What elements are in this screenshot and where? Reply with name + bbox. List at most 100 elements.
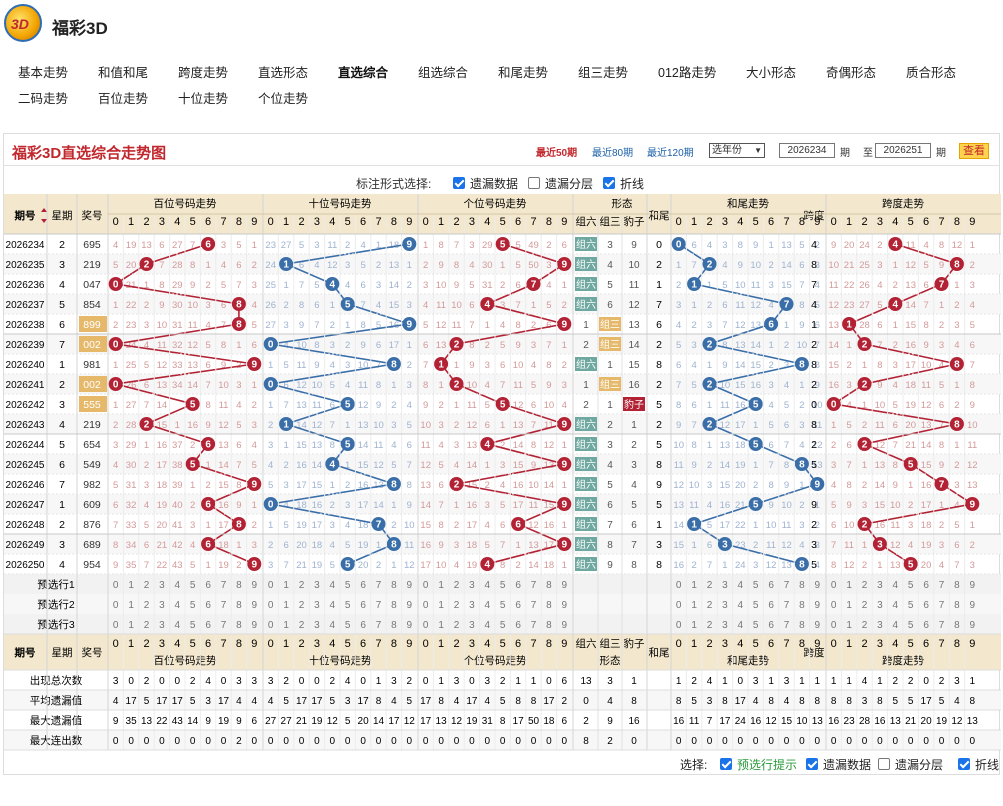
qihao-cell: 2026246: [6, 480, 45, 491]
nav-item-13[interactable]: 百位走势: [98, 92, 149, 106]
nav-item-14[interactable]: 十位走势: [178, 92, 229, 106]
preview-digit: 2: [454, 620, 460, 631]
bottom-checkbox-3[interactable]: [958, 758, 970, 770]
miss-cell: 4: [252, 300, 257, 311]
nav-item-2[interactable]: 跨度走势: [178, 66, 229, 80]
nav-item-5[interactable]: 组选综合: [418, 66, 469, 80]
nav-item-8[interactable]: 012路走势: [658, 66, 717, 80]
nav-item-6[interactable]: 和尾走势: [498, 66, 549, 80]
nav-item-9[interactable]: 大小形态: [746, 66, 797, 80]
hit-ball-number: 7: [376, 520, 382, 531]
xingqi-header: 星期: [52, 210, 73, 222]
nav-item-7[interactable]: 组三走势: [578, 66, 629, 80]
footer-digit: 8: [954, 638, 960, 650]
bottom-checkbox-1[interactable]: [806, 758, 818, 770]
range-50-link[interactable]: 最近50期: [536, 148, 578, 159]
preview-digit: 8: [954, 600, 960, 611]
option-checkbox-0[interactable]: [453, 177, 465, 189]
hit-ball: [888, 237, 903, 251]
miss-cell: 7: [236, 460, 241, 471]
bottom-checkbox-2[interactable]: [878, 758, 890, 770]
stat-value: 2: [236, 736, 242, 747]
stat-value: 3: [707, 696, 713, 707]
miss-cell: 5: [531, 380, 536, 391]
miss-cell: 11: [829, 280, 839, 291]
option-checkbox-1[interactable]: [528, 177, 540, 189]
miss-cell: 3: [423, 280, 428, 291]
miss-cell: 17: [921, 500, 932, 511]
hit-ball: [386, 477, 401, 491]
miss-cell: 6: [562, 240, 567, 251]
nav-item-4[interactable]: 直选综合: [338, 66, 389, 80]
digit-header: 6: [360, 216, 366, 228]
digit-header: 2: [143, 216, 149, 228]
xingtai-mark: [575, 437, 597, 451]
miss-cell: 2: [283, 300, 288, 311]
preview-digit: 2: [144, 580, 150, 591]
nav-item-11[interactable]: 质合形态: [906, 66, 957, 80]
miss-cell: 3: [454, 540, 459, 551]
miss-cell: 9: [893, 480, 898, 491]
view-button[interactable]: 查看: [959, 143, 989, 159]
nav-item-12[interactable]: 二码走势: [18, 92, 69, 106]
miss-cell: 11: [188, 320, 198, 331]
nav-item-15[interactable]: 个位走势: [258, 92, 309, 106]
bottom-checkbox-0[interactable]: [720, 758, 732, 770]
digit-header: 3: [159, 216, 165, 228]
miss-cell: 3: [485, 360, 490, 371]
digit-header: 2: [706, 216, 712, 228]
miss-cell: 11: [297, 360, 307, 371]
footer-digit: 8: [236, 638, 242, 650]
nav-item-10[interactable]: 奇偶形态: [826, 66, 877, 80]
miss-cell: 2: [970, 540, 975, 551]
nav-item-0[interactable]: 基本走势: [18, 66, 69, 80]
miss-cell: 8: [205, 400, 210, 411]
xingqi-cell: 7: [59, 339, 65, 351]
zuliu-header: 组六: [576, 215, 597, 228]
miss-cell: 12: [750, 300, 761, 311]
miss-cell: 3: [815, 540, 820, 551]
xingtai-miss: 13: [628, 320, 640, 331]
hit-ball-number: 8: [391, 540, 397, 551]
to-issue-input[interactable]: 2026251: [875, 143, 931, 158]
preview-digit: 9: [407, 600, 413, 611]
hit-ball: [687, 277, 702, 291]
miss-cell: 10: [436, 560, 447, 571]
kuadu-header: 跨度: [804, 209, 825, 222]
miss-cell: 3: [831, 460, 836, 471]
miss-cell: 3: [970, 280, 975, 291]
miss-cell: 9: [846, 500, 851, 511]
nav-item-1[interactable]: 和值和尾: [98, 66, 149, 80]
stat-value: 19: [466, 716, 478, 727]
stat-value: 0: [738, 736, 744, 747]
nav-item-3[interactable]: 直选形态: [258, 66, 309, 80]
miss-cell: 6: [954, 540, 959, 551]
miss-cell: 12: [296, 380, 307, 391]
baozi-header: 豹子: [624, 215, 645, 228]
stat-value: 1: [676, 676, 682, 687]
miss-cell: 13: [673, 500, 684, 511]
option-checkbox-2[interactable]: [603, 177, 615, 189]
stat-label: 最大连出数: [30, 734, 83, 747]
xingqi-cell: 4: [59, 419, 65, 431]
preview-digit: 6: [768, 580, 774, 591]
range-120-link[interactable]: 最近120期: [647, 148, 694, 159]
xingtai-mark: [575, 237, 597, 251]
miss-cell: 19: [157, 500, 168, 511]
from-issue-input[interactable]: 2026234: [779, 143, 835, 158]
year-select[interactable]: 选年份: [709, 143, 765, 158]
xingtai-type: 组三: [600, 378, 620, 391]
footer-digit: 4: [484, 638, 490, 650]
digit-header: 3: [314, 216, 320, 228]
jianghao-cell: 555: [83, 399, 101, 411]
miss-cell: 3: [846, 380, 851, 391]
hit-ball: [702, 257, 717, 271]
row-bg: [4, 374, 1001, 394]
miss-cell: 2: [113, 320, 118, 331]
miss-cell: 15: [358, 460, 369, 471]
miss-cell: 5: [469, 280, 474, 291]
miss-cell: 18: [735, 440, 746, 451]
range-80-link[interactable]: 最近80期: [592, 148, 634, 159]
preview-digit: 2: [144, 620, 150, 631]
miss-cell: 5: [345, 540, 350, 551]
